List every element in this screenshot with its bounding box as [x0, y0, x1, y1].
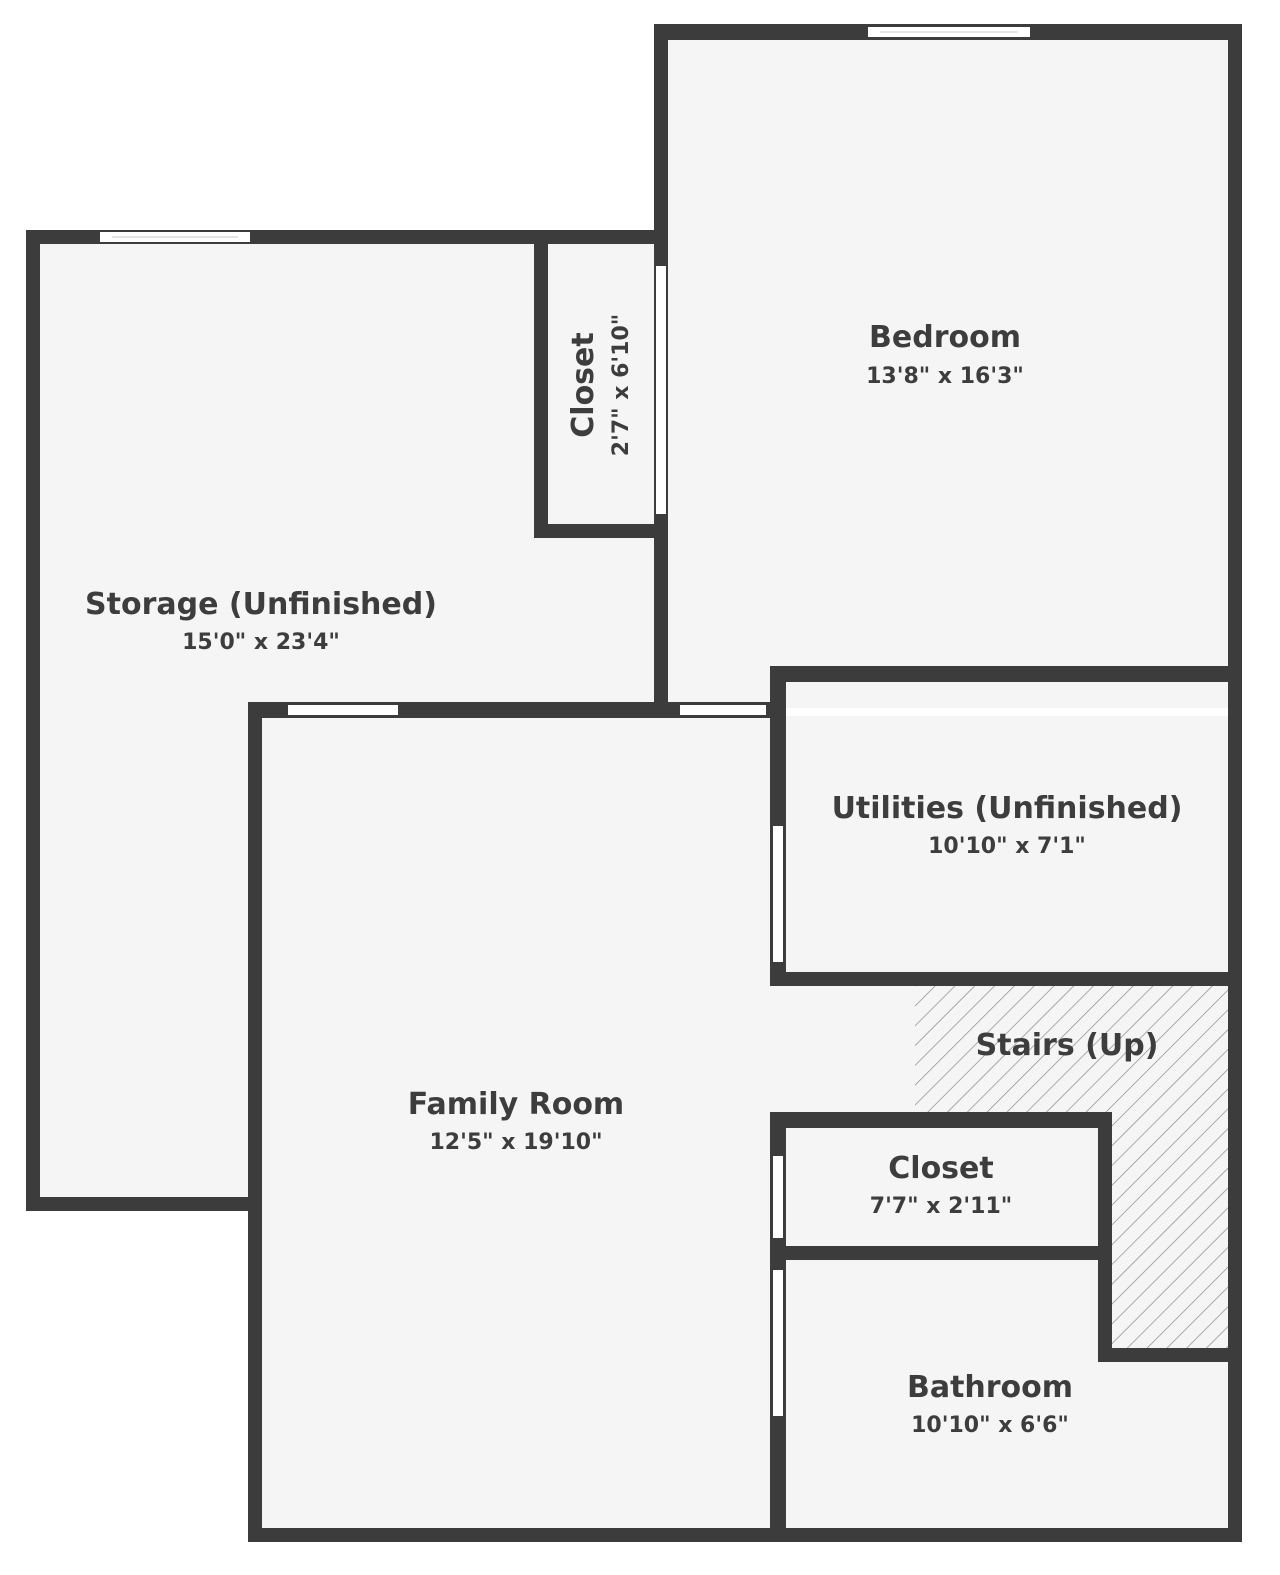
- room-name-closet-2: Closet: [888, 1151, 993, 1186]
- stairs-hatch: [915, 986, 1228, 1348]
- room-name-storage: Storage (Unfinished): [85, 587, 437, 622]
- room-dim-family-room: 12'5" x 19'10": [429, 1130, 602, 1155]
- room-dim-bathroom: 10'10" x 6'6": [911, 1413, 1069, 1438]
- room-dim-closet-1: 2'7" x 6'10": [609, 314, 634, 456]
- room-name-stairs: Stairs (Up): [976, 1028, 1159, 1063]
- room-name-closet-1: Closet: [566, 332, 601, 437]
- floor-areas: [40, 40, 1228, 1528]
- door-bedroom: [680, 705, 766, 715]
- door-utilities: [773, 826, 783, 962]
- door-storage: [288, 705, 398, 715]
- room-name-bedroom: Bedroom: [869, 320, 1021, 355]
- bedroom-floor: [662, 40, 1228, 708]
- door-closet-1: [656, 266, 666, 514]
- room-dim-bedroom: 13'8" x 16'3": [866, 364, 1024, 389]
- room-dim-storage: 15'0" x 23'4": [182, 630, 340, 655]
- room-dim-utilities: 10'10" x 7'1": [928, 834, 1086, 859]
- room-dim-closet-2: 7'7" x 2'11": [870, 1194, 1012, 1219]
- room-name-utilities: Utilities (Unfinished): [832, 791, 1183, 826]
- door-bathroom: [773, 1270, 783, 1416]
- door-closet-2: [773, 1156, 783, 1238]
- room-name-family-room: Family Room: [408, 1087, 624, 1122]
- room-name-bathroom: Bathroom: [907, 1370, 1073, 1405]
